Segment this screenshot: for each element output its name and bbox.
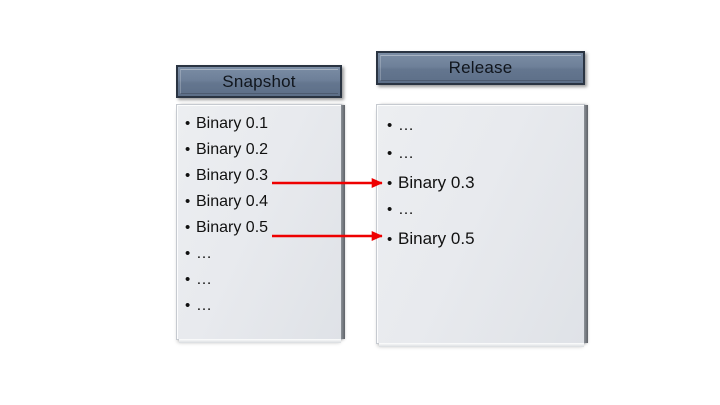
- release-panel-body: • … • … • Binary 0.3 • … • Binary 0.5: [376, 104, 588, 347]
- list-item[interactable]: • Binary 0.2: [185, 141, 268, 167]
- list-item[interactable]: • …: [185, 297, 268, 323]
- list-item-label: …: [398, 117, 415, 134]
- bullet-icon: •: [185, 245, 191, 262]
- snapshot-panel-body: • Binary 0.1 • Binary 0.2 • Binary 0.3 •…: [176, 104, 345, 343]
- bullet-icon: •: [387, 231, 393, 248]
- bullet-icon: •: [185, 141, 191, 158]
- list-item-label: Binary 0.2: [196, 141, 269, 158]
- snapshot-panel-title: Snapshot: [222, 71, 296, 91]
- bullet-icon: •: [185, 193, 191, 210]
- list-item[interactable]: • Binary 0.4: [185, 193, 268, 219]
- bullet-icon: •: [185, 115, 191, 132]
- list-item-label: Binary 0.3: [398, 173, 475, 192]
- snapshot-item-list: • Binary 0.1 • Binary 0.2 • Binary 0.3 •…: [185, 115, 268, 323]
- list-item[interactable]: • …: [387, 201, 475, 229]
- release-panel-title: Release: [448, 58, 513, 77]
- list-item-label: Binary 0.1: [196, 115, 269, 132]
- bullet-icon: •: [185, 297, 191, 314]
- list-item-label: Binary 0.5: [196, 219, 269, 236]
- bullet-icon: •: [185, 219, 191, 236]
- list-item-label: …: [398, 201, 415, 218]
- release-item-list: • … • … • Binary 0.3 • … • Binary 0.5: [387, 117, 475, 257]
- list-item-binary-0-3[interactable]: • Binary 0.3: [387, 173, 475, 201]
- list-item-label: Binary 0.5: [398, 229, 475, 248]
- list-item-label: …: [196, 271, 213, 288]
- bullet-icon: •: [387, 201, 393, 218]
- list-item-binary-0-5[interactable]: • Binary 0.5: [387, 229, 475, 257]
- bullet-icon: •: [387, 175, 393, 192]
- list-item-label: Binary 0.3: [196, 167, 269, 184]
- list-item-label: …: [398, 145, 415, 162]
- snapshot-panel-header: Snapshot: [176, 65, 342, 98]
- list-item[interactable]: • …: [185, 245, 268, 271]
- release-panel-header: Release: [376, 51, 585, 85]
- list-item-label: …: [196, 245, 213, 262]
- bullet-icon: •: [387, 145, 393, 162]
- list-item-label: Binary 0.4: [196, 193, 269, 210]
- list-item[interactable]: • Binary 0.1: [185, 115, 268, 141]
- list-item[interactable]: • …: [387, 117, 475, 145]
- bullet-icon: •: [387, 117, 393, 134]
- list-item-binary-0-3[interactable]: • Binary 0.3: [185, 167, 268, 193]
- list-item-label: …: [196, 297, 213, 314]
- list-item-binary-0-5[interactable]: • Binary 0.5: [185, 219, 268, 245]
- list-item[interactable]: • …: [185, 271, 268, 297]
- bullet-icon: •: [185, 271, 191, 288]
- bullet-icon: •: [185, 167, 191, 184]
- list-item[interactable]: • …: [387, 145, 475, 173]
